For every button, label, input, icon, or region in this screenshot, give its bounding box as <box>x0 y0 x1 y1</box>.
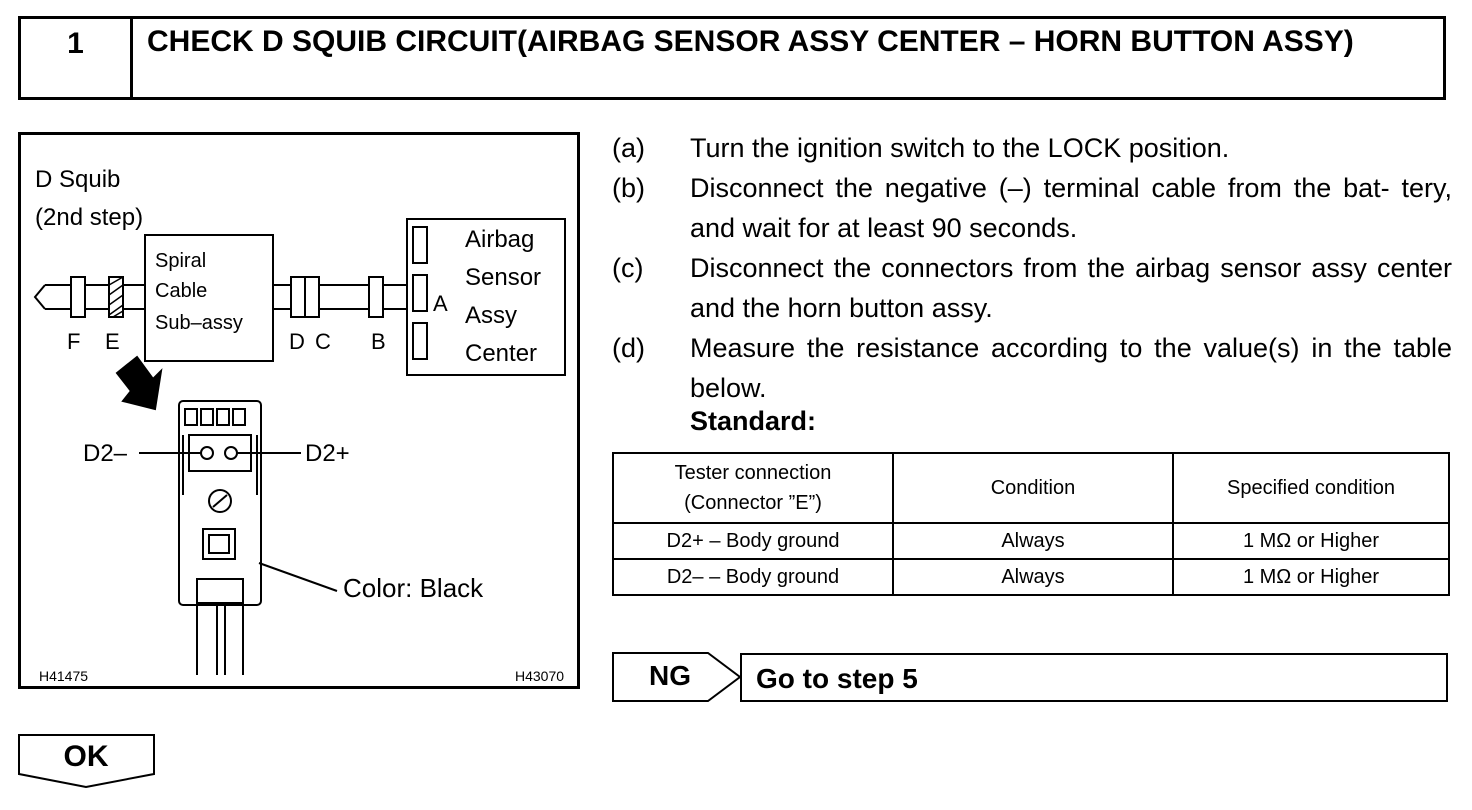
step-text: Disconnect the connectors from the airba… <box>690 253 1452 323</box>
conn-label-c: C <box>315 329 331 354</box>
pin-label-d2-plus: D2+ <box>305 440 350 467</box>
cell-condition: Always <box>892 522 1174 560</box>
table-row: D2+ – Body ground Always 1 MΩ or Higher <box>612 522 1450 560</box>
step-label: (a) <box>612 133 645 163</box>
wiring-diagram: D Squib (2nd step) Spiral Cable Sub–assy <box>18 132 580 689</box>
ng-arrow-shape <box>612 652 742 702</box>
table-header-row: Tester connection (Connector ”E”) Condit… <box>612 452 1450 524</box>
cable-end-left <box>33 284 46 310</box>
ok-arrow-shape <box>18 734 155 788</box>
step-text: Turn the ignition switch to the LOCK pos… <box>690 133 1230 163</box>
conn-label-e: E <box>105 329 120 354</box>
procedure-steps: (a) Turn the ignition switch to the LOCK… <box>612 128 1452 408</box>
color-label: Color: Black <box>343 573 484 603</box>
airbag-label-1: Airbag <box>465 226 534 253</box>
conn-label-a: A <box>433 291 448 316</box>
ng-action: Go to step 5 <box>740 653 1448 702</box>
airbag-label-3: Assy <box>465 302 517 329</box>
table-row: D2– – Body ground Always 1 MΩ or Higher <box>612 558 1450 596</box>
spiral-label-2: Cable <box>155 280 207 302</box>
step-header: 1 CHECK D SQUIB CIRCUIT(AIRBAG SENSOR AS… <box>18 16 1446 100</box>
standard-label: Standard: <box>690 406 817 436</box>
cell-specified: 1 MΩ or Higher <box>1172 558 1450 596</box>
cell-tester: D2+ – Body ground <box>612 522 894 560</box>
figure-code-left: H41475 <box>39 668 88 684</box>
step-a: (a) Turn the ignition switch to the LOCK… <box>612 128 1452 168</box>
step-label: (b) <box>612 173 645 203</box>
step-number: 1 <box>21 19 133 97</box>
step-c: (c) Disconnect the connectors from the a… <box>612 248 1452 328</box>
airbag-label-2: Sensor <box>465 264 541 291</box>
airbag-label-4: Center <box>465 340 537 367</box>
step-d: (d) Measure the resistance according to … <box>612 328 1452 408</box>
figure-code-right: H43070 <box>515 668 564 684</box>
spiral-label-3: Sub–assy <box>155 312 243 334</box>
header-tester-line2: (Connector ”E”) <box>684 492 822 514</box>
spec-table: Tester connection (Connector ”E”) Condit… <box>612 452 1450 596</box>
d-squib-label: D Squib <box>35 166 120 193</box>
connector-c <box>304 276 320 318</box>
conn-label-d: D <box>289 329 305 354</box>
pin-label-d2-minus: D2– <box>83 440 128 467</box>
step-label: (c) <box>612 253 644 283</box>
header-tester-line1: Tester connection <box>674 462 832 484</box>
cell-specified: 1 MΩ or Higher <box>1172 522 1450 560</box>
spiral-label-1: Spiral <box>155 250 206 272</box>
col-condition: Condition <box>892 452 1174 524</box>
conn-label-b: B <box>371 329 386 354</box>
step-text: Measure the resistance according to the … <box>690 333 1452 403</box>
step-b: (b) Disconnect the negative (–) terminal… <box>612 168 1452 248</box>
ok-label: OK <box>63 740 109 773</box>
col-specified-condition: Specified condition <box>1172 452 1450 524</box>
step-label: (d) <box>612 333 645 363</box>
col-tester-connection: Tester connection (Connector ”E”) <box>612 452 894 524</box>
cell-tester: D2– – Body ground <box>612 558 894 596</box>
step-title: CHECK D SQUIB CIRCUIT(AIRBAG SENSOR ASSY… <box>147 25 1354 58</box>
d-squib-step-label: (2nd step) <box>35 204 143 231</box>
conn-label-f: F <box>67 329 80 354</box>
pointer-arrow-icon <box>115 355 163 411</box>
connector-d <box>290 276 306 318</box>
connector-e <box>108 276 124 318</box>
airbag-sensor-box <box>406 218 566 376</box>
connector-f <box>70 276 86 318</box>
spiral-cable-box <box>144 234 274 362</box>
connector-b <box>368 276 384 318</box>
ng-label: NG <box>649 660 691 691</box>
connector-e-detail <box>178 400 262 675</box>
diagram-svg: D Squib (2nd step) Spiral Cable Sub–assy <box>33 166 566 684</box>
step-text: Disconnect the negative (–) terminal cab… <box>690 173 1452 243</box>
cell-condition: Always <box>892 558 1174 596</box>
